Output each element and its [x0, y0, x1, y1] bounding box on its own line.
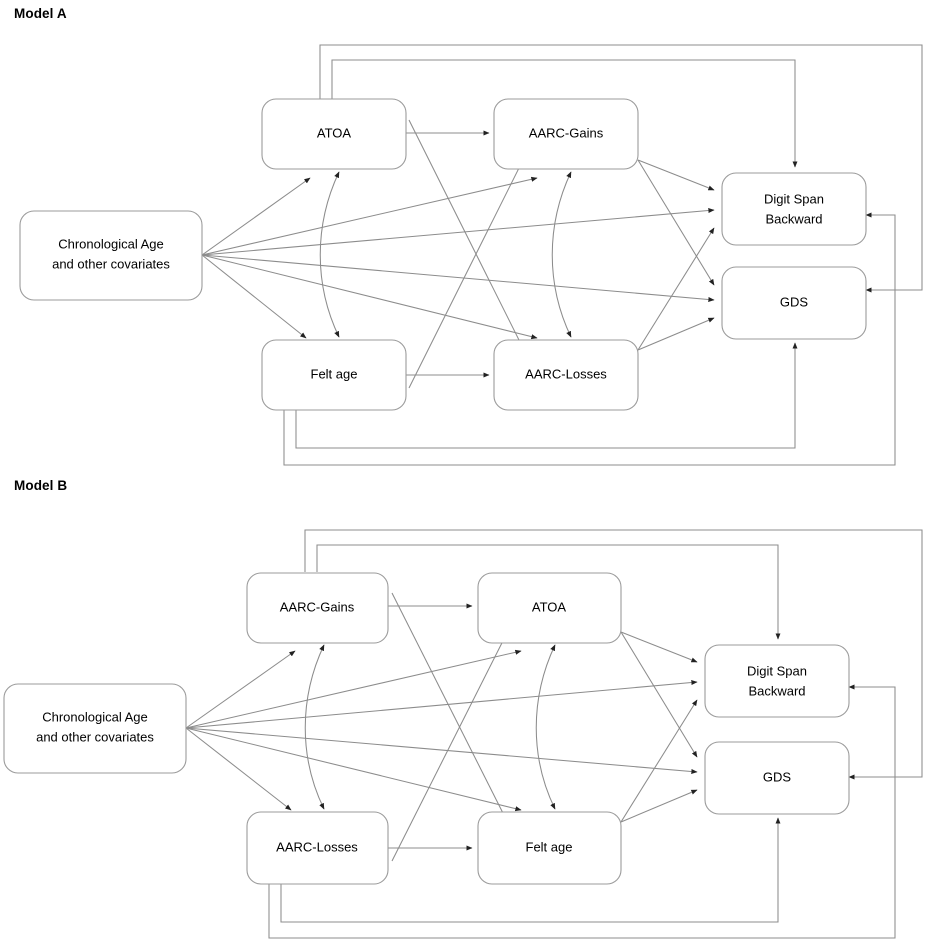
node-box	[493, 98, 639, 170]
node-top-left-b[interactable]: AARC-Gains	[246, 572, 389, 644]
node-label-line1: Chronological Age	[58, 236, 164, 251]
node-label: AARC-Gains	[529, 125, 604, 140]
node-box	[246, 572, 389, 644]
node-box	[477, 811, 622, 885]
edge-topleft-to-digitspan-b	[316, 544, 781, 640]
edge-topleft-to-gds	[319, 44, 923, 293]
node-box	[19, 210, 203, 301]
edge-topleft-to-bottommid-b	[391, 592, 515, 836]
node-box	[477, 572, 622, 644]
model-b-title: Model B	[14, 478, 68, 493]
edge-bottomleft-to-topmid-b	[391, 618, 515, 862]
edge-cov-to-bottomleft-b	[185, 727, 292, 811]
edge-topmid-to-digitspan-b	[620, 631, 698, 663]
node-label-line1: Digit Span	[764, 191, 824, 206]
node-box	[246, 811, 389, 885]
edge-topmid-to-digitspan	[637, 159, 715, 191]
edge-cov-to-topmid	[201, 176, 538, 256]
edge-bottomleft-to-gds	[295, 342, 798, 449]
model-a-title: Model A	[14, 6, 67, 21]
node-box	[3, 683, 187, 774]
node-bottom-mid-b[interactable]: Felt age	[477, 811, 622, 885]
edge-bottommid-to-digitspan-b	[620, 699, 698, 823]
edge-cov-to-digitspan-b	[185, 679, 698, 729]
node-box	[704, 644, 850, 718]
node-box	[721, 266, 867, 340]
node-label-line2: and other covariates	[36, 729, 154, 744]
model-a-group: Chronological Age and other covariates A…	[19, 44, 923, 466]
node-digit-span-backward-b[interactable]: Digit Span Backward	[704, 644, 850, 718]
edge-cov-to-topmid-b	[185, 649, 522, 729]
edge-topleft-to-bottommid	[408, 119, 531, 363]
node-chronological-age-a[interactable]: Chronological Age and other covariates	[19, 210, 203, 301]
node-top-mid-b[interactable]: ATOA	[477, 572, 622, 644]
node-box	[721, 172, 867, 246]
node-digit-span-backward-a[interactable]: Digit Span Backward	[721, 172, 867, 246]
edge-cov-to-topleft	[201, 177, 311, 256]
edge-corr-mid-pair	[551, 171, 572, 338]
node-label: ATOA	[532, 599, 567, 614]
node-box	[704, 741, 850, 815]
edge-topleft-to-gds-b	[304, 529, 923, 780]
edge-corr-left-pair-b	[304, 644, 325, 810]
edge-cov-to-bottommid-b	[185, 727, 522, 812]
edge-bottomleft-to-topmid	[408, 145, 531, 389]
model-b-group: Chronological Age and other covariates A…	[3, 529, 923, 939]
node-top-left-a[interactable]: ATOA	[261, 98, 407, 170]
node-label: AARC-Losses	[276, 839, 358, 854]
node-bottom-mid-a[interactable]: AARC-Losses	[493, 339, 639, 411]
edge-cov-to-bottommid	[201, 254, 538, 340]
node-chronological-age-b[interactable]: Chronological Age and other covariates	[3, 683, 187, 774]
node-bottom-left-a[interactable]: Felt age	[261, 339, 407, 411]
edge-bottommid-to-gds-b	[620, 789, 698, 823]
node-box	[493, 339, 639, 411]
node-bottom-left-b[interactable]: AARC-Losses	[246, 811, 389, 885]
node-label: Felt age	[526, 839, 573, 854]
node-gds-b[interactable]: GDS	[704, 741, 850, 815]
node-label: AARC-Gains	[280, 599, 355, 614]
edge-topmid-to-gds	[637, 159, 715, 286]
edge-cov-to-digitspan	[201, 207, 715, 256]
node-gds-a[interactable]: GDS	[721, 266, 867, 340]
node-box	[261, 98, 407, 170]
edge-cov-to-bottomleft	[201, 254, 307, 339]
edge-corr-left-pair	[319, 171, 340, 338]
node-label: GDS	[763, 769, 792, 784]
edge-corr-mid-pair-b	[535, 644, 556, 810]
node-label: GDS	[780, 294, 809, 309]
edge-cov-to-gds-b	[185, 727, 698, 775]
node-top-mid-a[interactable]: AARC-Gains	[493, 98, 639, 170]
edge-bottomleft-to-digitspan-b	[268, 684, 896, 939]
node-box	[261, 339, 407, 411]
node-label-line2: Backward	[748, 683, 805, 698]
edge-bottomleft-to-digitspan	[283, 212, 896, 466]
edge-bottomleft-to-gds-b	[280, 817, 781, 923]
node-label-line1: Chronological Age	[42, 709, 148, 724]
node-label: ATOA	[317, 125, 352, 140]
edge-bottommid-to-gds	[637, 317, 715, 351]
node-label: Felt age	[311, 366, 358, 381]
edge-bottommid-to-digitspan	[637, 227, 715, 351]
node-label: AARC-Losses	[525, 366, 607, 381]
node-label-line2: Backward	[765, 211, 822, 226]
edge-topmid-to-gds-b	[620, 631, 698, 758]
node-label-line2: and other covariates	[52, 256, 170, 271]
edge-cov-to-topleft-b	[185, 650, 296, 729]
edge-cov-to-gds	[201, 254, 715, 303]
node-label-line1: Digit Span	[747, 663, 807, 678]
